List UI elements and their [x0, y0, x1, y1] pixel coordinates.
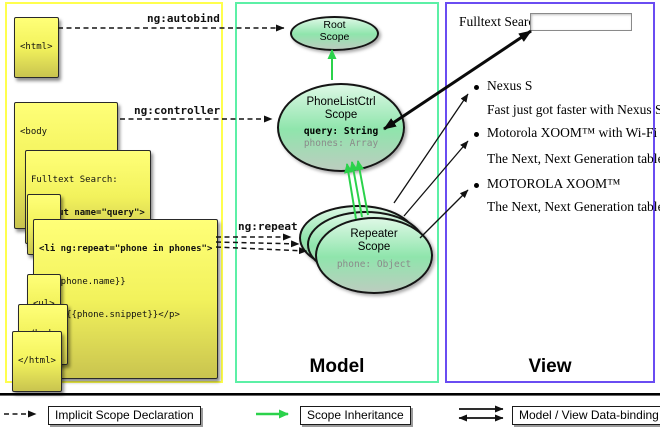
- scope-name: PhoneListCtrl: [306, 96, 376, 108]
- scope-name: Scope: [324, 109, 358, 121]
- model-panel: Model: [235, 2, 439, 383]
- scope-prop-query: query: String: [303, 126, 379, 137]
- scope-name: Repeater: [350, 228, 398, 240]
- view-item-name: MOTOROLA XOOM™: [487, 176, 621, 191]
- repeat-label: ng:repeat: [238, 220, 298, 233]
- scope-name: Scope: [357, 241, 391, 253]
- view-search-label: Fulltext Search:: [459, 14, 545, 29]
- repeater-scope-ellipse: Repeater Scope phone: Object: [315, 217, 433, 294]
- code-line: <body: [20, 127, 48, 137]
- view-panel-title: View: [528, 356, 572, 377]
- code-line: </html>: [18, 356, 56, 366]
- view-item-name: Motorola XOOM™ with Wi-Fi: [487, 125, 658, 140]
- view-item-snippet: The Next, Next Generation tablet.: [487, 151, 660, 166]
- view-item-snippet: The Next, Next Generation tablet.: [487, 199, 660, 214]
- scope-name: Root: [323, 19, 346, 31]
- code-line: Fulltext Search:: [31, 175, 118, 185]
- controller-label: ng:controller: [134, 104, 221, 117]
- legend-implicit-scope-box: Implicit Scope Declaration: [48, 406, 201, 425]
- bullet-icon: [474, 85, 479, 90]
- scope-name: Scope: [319, 30, 350, 43]
- bullet-icon: [474, 183, 479, 188]
- view-item-name: Nexus S: [487, 78, 533, 93]
- legend-separator-line: [0, 393, 660, 396]
- legend-scope-inheritance-box: Scope Inheritance: [300, 406, 411, 425]
- view-item-snippet: Fast just got faster with Nexus S.: [487, 102, 660, 117]
- code-line: {{phone.name}}: [39, 277, 126, 287]
- view-panel: View: [445, 2, 655, 383]
- legend-data-binding-box: Model / View Data-binding: [512, 406, 660, 425]
- phonelistctrl-scope-ellipse: PhoneListCtrl Scope query: String phones…: [277, 83, 405, 172]
- bullet-icon: [474, 132, 479, 137]
- code-box-html-close: </html>: [12, 331, 62, 392]
- model-panel-title: Model: [309, 356, 365, 377]
- code-box-html-open: <html>: [14, 17, 59, 78]
- code-line: <li ng:repeat="phone in phones">: [39, 244, 213, 254]
- autobind-label: ng:autobind: [147, 12, 220, 25]
- root-scope-ellipse: Root Scope: [290, 16, 379, 51]
- fulltext-search-input[interactable]: [530, 13, 632, 31]
- code-line: <html>: [20, 42, 53, 52]
- code-line: <p>{{phone.snippet}}</p>: [39, 310, 180, 320]
- scope-prop-phones: phones: Array: [303, 138, 379, 149]
- scope-prop-phone: phone: Object: [336, 259, 412, 270]
- code-box-li-repeat: <li ng:repeat="phone in phones"> {{phone…: [33, 219, 219, 379]
